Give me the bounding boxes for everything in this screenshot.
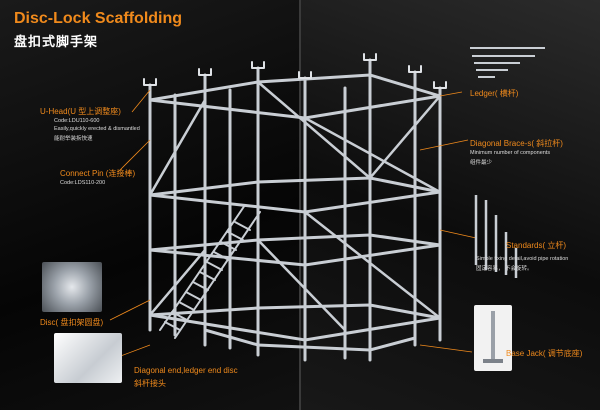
base-jack-rod: [491, 311, 495, 359]
disc-title: Disc( 盘扣架圆盘): [40, 318, 104, 327]
uhead-note-cn: 能耐举装拆快速: [54, 136, 93, 142]
standards-parts-illustration: [474, 195, 518, 278]
disc-photo: [42, 262, 102, 312]
scaffold-frame: [143, 53, 447, 362]
diagonal-end-title: Diagonal end,ledger end disc: [134, 366, 238, 375]
title-chinese: 盘扣式脚手架: [14, 34, 99, 49]
stairway: [159, 204, 261, 339]
ledger-parts-illustration: [470, 47, 545, 78]
diagonal-brace-note-cn: 组件最少: [470, 160, 493, 166]
diagonal-brace-title: Diagonal Brace-s( 斜拉杆): [470, 139, 563, 148]
page-fold: [299, 0, 301, 410]
uhead-title: U-Head(U 型上调整座): [40, 107, 121, 116]
diagonal-braces: [148, 80, 442, 332]
standards-title: Standards( 立杆): [506, 241, 567, 250]
connect-pin-code: Code:LDS110-200: [60, 180, 106, 186]
base-jack-plate: [483, 359, 503, 363]
leader-lines: [109, 89, 477, 361]
standards-note-cn: 固定容易， 不会旋转。: [476, 266, 533, 272]
base-jack-title: Base Jack( 调节底座): [506, 349, 583, 358]
title-english: Disc-Lock Scaffolding: [14, 10, 183, 27]
ledger-title: Ledger( 横杆): [470, 89, 519, 98]
uhead-code: Code:LDU110-600: [54, 118, 100, 124]
uhead-note-en: Easily,quickly erected & dismantled: [54, 126, 140, 132]
diagonal-end-photo: [54, 333, 122, 383]
diagonal-brace-note-en: Minimum number of components: [470, 150, 551, 156]
diagonal-end-title-cn: 斜杆接头: [134, 379, 166, 388]
standards-note-en: Simple fixing detail,avoid pipe rotation: [476, 256, 569, 262]
connect-pin-title: Connect Pin (连接棒): [60, 169, 136, 178]
u-heads: [143, 53, 447, 89]
standards-verticals: [148, 58, 442, 362]
base-jack-photo: [474, 305, 512, 371]
